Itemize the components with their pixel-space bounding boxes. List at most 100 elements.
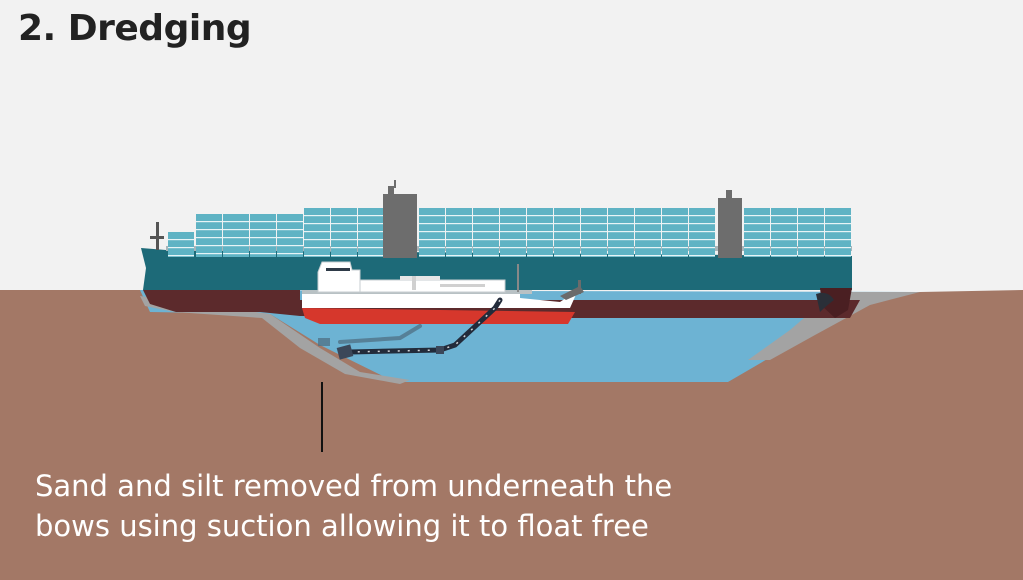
container-divider bbox=[581, 223, 607, 225]
dredger-crane bbox=[440, 284, 485, 287]
container-divider bbox=[635, 247, 661, 249]
container-divider bbox=[331, 255, 357, 257]
container-divider bbox=[473, 239, 499, 241]
container-divider bbox=[771, 223, 797, 225]
suction-pipe bbox=[336, 297, 503, 360]
container-divider bbox=[554, 239, 580, 241]
container-divider bbox=[527, 239, 553, 241]
container-divider bbox=[662, 231, 688, 233]
container-divider bbox=[771, 239, 797, 241]
container-divider bbox=[689, 215, 715, 217]
container-divider bbox=[500, 231, 526, 233]
container-divider bbox=[223, 237, 249, 239]
container-divider bbox=[277, 229, 303, 231]
container-divider bbox=[825, 247, 851, 249]
container-divider bbox=[825, 215, 851, 217]
dredger-bow-post bbox=[578, 280, 581, 294]
container-divider bbox=[223, 229, 249, 231]
pipe-joint bbox=[436, 346, 444, 354]
container-divider bbox=[196, 229, 222, 231]
container-divider bbox=[771, 231, 797, 233]
container-divider bbox=[500, 215, 526, 217]
container-divider bbox=[223, 253, 249, 255]
container-divider bbox=[662, 239, 688, 241]
container-divider bbox=[527, 255, 553, 257]
container-divider bbox=[554, 231, 580, 233]
container-divider bbox=[798, 231, 824, 233]
container-divider bbox=[771, 255, 797, 257]
container-divider bbox=[689, 231, 715, 233]
container-divider bbox=[358, 247, 384, 249]
container-divider bbox=[196, 221, 222, 223]
caption-line-1: Sand and silt removed from underneath th… bbox=[35, 469, 673, 503]
container-divider bbox=[825, 231, 851, 233]
container-divider bbox=[771, 215, 797, 217]
container-divider bbox=[358, 223, 384, 225]
container-divider bbox=[608, 239, 634, 241]
container-divider bbox=[744, 239, 770, 241]
secondary-pipe bbox=[318, 324, 422, 346]
dredger-gantry-leg bbox=[412, 276, 416, 290]
container-divider bbox=[798, 223, 824, 225]
container-divider bbox=[250, 237, 276, 239]
container-stack bbox=[196, 214, 222, 257]
container-divider bbox=[662, 247, 688, 249]
container-divider bbox=[689, 239, 715, 241]
caption: Sand and silt removed from underneath th… bbox=[35, 466, 795, 546]
container-divider bbox=[608, 255, 634, 257]
container-divider bbox=[798, 239, 824, 241]
container-divider bbox=[250, 229, 276, 231]
container-divider bbox=[304, 255, 330, 257]
container-divider bbox=[250, 221, 276, 223]
container-divider bbox=[744, 231, 770, 233]
container-stack bbox=[277, 214, 303, 257]
rudder bbox=[816, 292, 834, 312]
container-divider bbox=[473, 215, 499, 217]
container-divider bbox=[581, 231, 607, 233]
container-divider bbox=[331, 247, 357, 249]
container-divider bbox=[581, 255, 607, 257]
container-divider bbox=[250, 253, 276, 255]
container-divider bbox=[223, 245, 249, 247]
container-divider bbox=[168, 247, 194, 249]
container-divider bbox=[635, 215, 661, 217]
container-divider bbox=[168, 239, 194, 241]
bridge-tower-rear-top bbox=[726, 190, 732, 200]
dredger-white-hull bbox=[302, 290, 578, 308]
bridge-tower-front-top bbox=[388, 186, 394, 196]
container-divider bbox=[554, 247, 580, 249]
container-divider bbox=[446, 231, 472, 233]
container-divider bbox=[473, 247, 499, 249]
container-divider bbox=[446, 215, 472, 217]
container-divider bbox=[689, 255, 715, 257]
container-divider bbox=[419, 215, 445, 217]
container-divider bbox=[277, 253, 303, 255]
container-divider bbox=[581, 247, 607, 249]
container-divider bbox=[527, 223, 553, 225]
container-divider bbox=[446, 239, 472, 241]
container-divider bbox=[446, 255, 472, 257]
suction-head bbox=[336, 344, 354, 360]
container-stacks bbox=[168, 208, 851, 257]
container-divider bbox=[358, 231, 384, 233]
container-stack bbox=[168, 232, 194, 257]
container-divider bbox=[581, 239, 607, 241]
container-divider bbox=[744, 215, 770, 217]
container-divider bbox=[331, 239, 357, 241]
container-divider bbox=[419, 231, 445, 233]
container-divider bbox=[608, 223, 634, 225]
container-divider bbox=[500, 223, 526, 225]
container-divider bbox=[419, 247, 445, 249]
container-divider bbox=[304, 223, 330, 225]
container-divider bbox=[744, 223, 770, 225]
dredger-vessel bbox=[302, 261, 584, 324]
container-divider bbox=[689, 247, 715, 249]
container-divider bbox=[304, 231, 330, 233]
page-title: 2. Dredging bbox=[18, 8, 252, 49]
container-divider bbox=[419, 223, 445, 225]
container-divider bbox=[473, 231, 499, 233]
bridge-tower-rear bbox=[718, 198, 742, 258]
container-divider bbox=[331, 215, 357, 217]
container-divider bbox=[608, 231, 634, 233]
container-divider bbox=[196, 253, 222, 255]
